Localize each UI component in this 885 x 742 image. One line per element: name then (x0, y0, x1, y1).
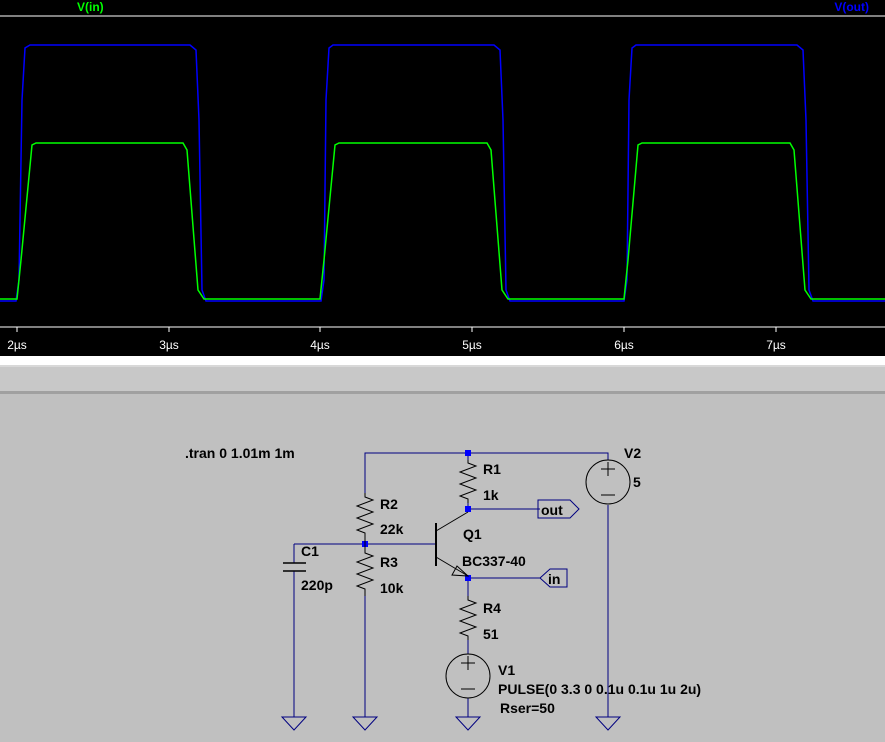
ground-icon (351, 716, 379, 731)
wires (293, 452, 609, 717)
spice-directive[interactable]: .tran 0 1.01m 1m (185, 445, 295, 461)
emitter-arrow-icon (451, 565, 470, 577)
trace-label-vout[interactable]: V(out) (834, 0, 869, 14)
r3-value: 10k (380, 580, 404, 596)
resistor-r2[interactable]: R2 22k (355, 493, 404, 544)
capacitor-c1[interactable]: C1 220p (283, 543, 333, 593)
pane-splitter[interactable] (0, 356, 885, 394)
r3-ref: R3 (380, 554, 398, 570)
net-label-out-flag-icon (537, 499, 580, 519)
transistor-q1[interactable]: Q1 BC337-40 (435, 511, 526, 577)
splitter-edge (0, 365, 885, 367)
voltage-source-v2[interactable]: V2 5 (585, 445, 641, 505)
r2-value: 22k (380, 521, 404, 537)
q1-value: BC337-40 (462, 553, 526, 569)
resistor-r3[interactable]: R3 10k (355, 544, 404, 596)
ground-icon (280, 716, 308, 731)
resistor-r1[interactable]: R1 1k (458, 460, 501, 503)
trace-label-vin[interactable]: V(in) (77, 0, 104, 14)
net-label-in-text: in (548, 571, 560, 587)
schematic-editor[interactable]: .tran 0 1.01m 1m (0, 394, 885, 737)
ground-icon (454, 716, 482, 731)
time-tick-label: 5µs (462, 338, 482, 352)
ground-icon (594, 716, 622, 731)
net-label-in[interactable]: in (539, 568, 568, 588)
r4-ref: R4 (483, 600, 501, 616)
time-tick-label: 4µs (310, 338, 330, 352)
v1-series-resistance: Rser=50 (500, 700, 555, 716)
net-label-out[interactable]: out (537, 499, 580, 519)
waveform-viewer[interactable]: V(in) V(out) 2µs 3µs 4µs 5µs 6µs 7µs (0, 0, 885, 356)
r1-ref: R1 (483, 461, 501, 477)
v1-value: PULSE(0 3.3 0 0.1u 0.1u 1u 2u) (498, 681, 701, 697)
v2-ref: V2 (624, 445, 641, 461)
q1-ref: Q1 (463, 526, 482, 542)
splitter-shadow (0, 391, 885, 394)
time-tick-label: 2µs (7, 338, 27, 352)
r2-ref: R2 (380, 496, 398, 512)
voltage-source-v1[interactable]: V1 PULSE(0 3.3 0 0.1u 0.1u 1u 2u) Rser=5… (445, 653, 701, 716)
schematic-canvas[interactable]: .tran 0 1.01m 1m (0, 394, 885, 737)
resistor-r4[interactable]: R4 51 (458, 596, 501, 642)
v1-ref: V1 (498, 662, 515, 678)
net-label-out-text: out (541, 502, 563, 518)
time-tick-label: 3µs (159, 338, 179, 352)
r4-value: 51 (483, 626, 499, 642)
splitter-highlight (0, 356, 885, 365)
trace-vout (0, 44, 885, 302)
junctions (362, 450, 471, 581)
time-tick-label: 6µs (614, 338, 634, 352)
ground-symbols (280, 716, 622, 731)
waveform-plot[interactable]: V(in) V(out) 2µs 3µs 4µs 5µs 6µs 7µs (0, 0, 885, 356)
time-axis: 2µs 3µs 4µs 5µs 6µs 7µs (7, 327, 786, 352)
time-tick-label: 7µs (766, 338, 786, 352)
c1-value: 220p (301, 577, 333, 593)
c1-ref: C1 (301, 543, 319, 559)
v2-value: 5 (633, 474, 641, 490)
trace-vin (0, 142, 885, 300)
net-label-in-flag-icon (539, 568, 568, 588)
r1-value: 1k (483, 487, 499, 503)
